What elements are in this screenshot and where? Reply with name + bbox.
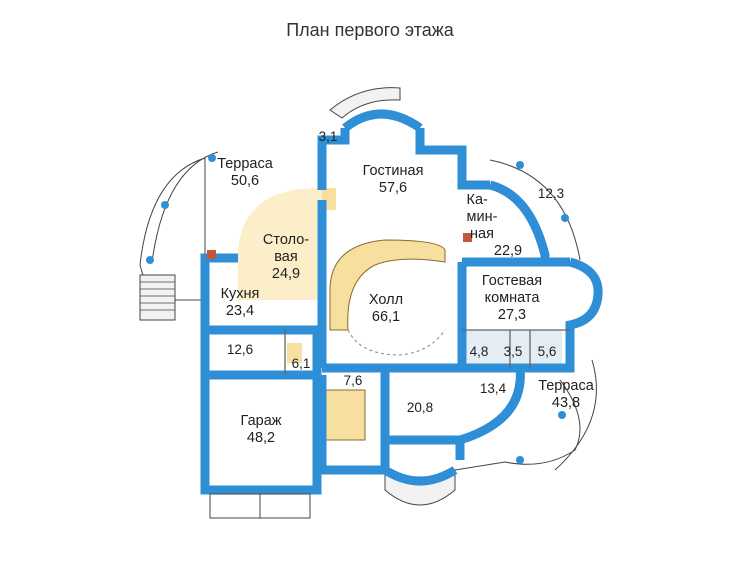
- terrace-left-rail: [151, 151, 219, 263]
- room-fireplace-name-2: мин-: [466, 209, 498, 225]
- balcony-right-outline: [489, 159, 581, 261]
- room-guest-name-2: комната: [484, 290, 540, 306]
- room-kitchen-area: 23,4: [225, 303, 255, 319]
- room-kitchen: Кухня 23,4: [221, 286, 260, 320]
- top-bay-steps: [329, 87, 401, 119]
- room-fireplace-name-3: ная: [470, 226, 494, 242]
- room-terrace-right: Терраса 43,8: [538, 378, 594, 412]
- room-guest-name-1: Гостевая: [481, 273, 543, 289]
- main-stair: [329, 239, 446, 331]
- room-fireplace-name-1: Ка-: [466, 192, 488, 208]
- bath-fill: [462, 330, 562, 368]
- fireplace-marks: [207, 233, 472, 259]
- room-hall: Холл 66,1: [369, 292, 403, 326]
- plan-title: План первого этажа: [286, 20, 454, 40]
- room-living-name: Гостиная: [362, 163, 424, 179]
- terrace-left-outline: [139, 157, 206, 301]
- room-guest: Гостевая комната 27,3: [482, 273, 542, 324]
- room-guest-area: 27,3: [497, 307, 527, 323]
- room-fireplace-area: 22,9: [493, 243, 523, 259]
- garage-doors: [209, 493, 311, 519]
- area-entry: 20,8: [406, 400, 434, 415]
- room-terrace-right-name: Терраса: [538, 378, 594, 394]
- room-dining-area: 24,9: [271, 266, 301, 282]
- partitions: [284, 329, 570, 375]
- room-garage-name: Гараж: [240, 413, 282, 429]
- room-terrace-left-area: 50,6: [230, 173, 260, 189]
- vestibule-stair: [324, 389, 366, 441]
- area-wc: 6,1: [291, 356, 311, 371]
- terrace-right-rail: [554, 359, 597, 471]
- room-fireplace: Ка- мин- ная: [467, 192, 498, 243]
- room-dining-name-1: Столо-: [262, 232, 310, 248]
- room-hall-area: 66,1: [371, 309, 401, 325]
- left-terrace-steps: [139, 274, 176, 321]
- wc-stair: [287, 343, 302, 363]
- room-terrace-right-area: 43,8: [551, 395, 581, 411]
- room-dining-name-2: вая: [274, 249, 298, 265]
- area-study: 13,4: [479, 381, 507, 396]
- room-living-area: 57,6: [378, 180, 408, 196]
- room-kitchen-name: Кухня: [220, 286, 260, 302]
- area-vestibule: 7,6: [343, 373, 363, 388]
- room-terrace-left-name: Терраса: [217, 156, 273, 172]
- area-top-bay: 3,1: [318, 129, 338, 144]
- room-living: Гостиная 57,6: [363, 163, 424, 197]
- columns: [146, 154, 569, 464]
- area-bath-a: 4,8: [469, 344, 489, 359]
- dining-fill: [238, 188, 322, 300]
- room-hall-name: Холл: [368, 292, 404, 308]
- area-bath-c: 5,6: [537, 344, 557, 359]
- walls: [200, 109, 603, 495]
- hall-dashed-path: [347, 329, 446, 356]
- area-bath-b: 3,5: [503, 344, 523, 359]
- area-pantry: 12,6: [226, 342, 254, 357]
- room-garage-area: 48,2: [246, 430, 276, 446]
- area-balcony-right: 12,3: [537, 186, 565, 201]
- step-lines: [140, 281, 175, 311]
- terrace-right-outline: [454, 379, 581, 471]
- room-garage: Гараж 48,2: [241, 413, 282, 447]
- room-terrace-left: Терраса 50,6: [217, 156, 273, 190]
- room-dining: Столо- вая 24,9: [263, 232, 309, 283]
